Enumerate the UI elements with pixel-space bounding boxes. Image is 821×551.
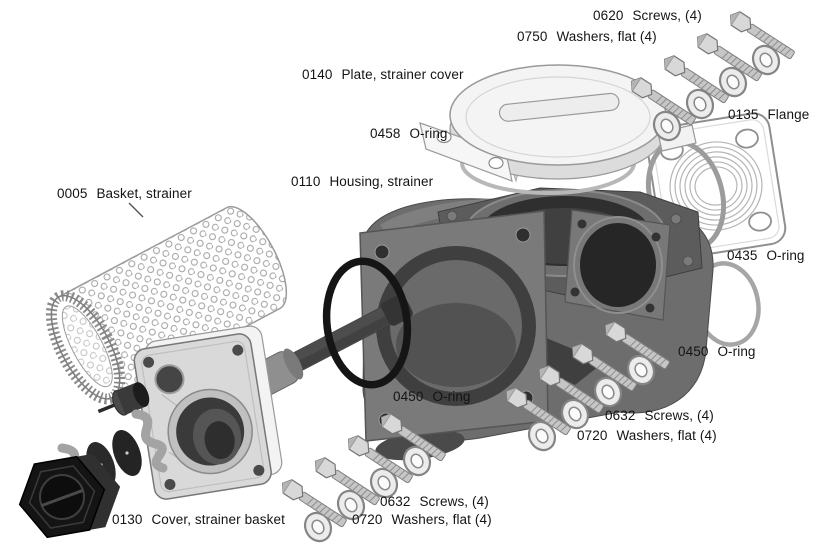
- part-name: Housing, strainer: [329, 174, 434, 189]
- part-label-0750-washers: 0750 Washers, flat (4): [517, 29, 657, 44]
- wave-spring-drawing: [131, 409, 168, 473]
- part-label-0005-basket: 0005 Basket, strainer: [57, 186, 192, 201]
- part-name: Screws, (4): [632, 8, 702, 23]
- part-label-0720-washers-center: 0720 Washers, flat (4): [352, 512, 492, 527]
- part-label-0632-screws-center: 0632 Screws, (4): [380, 494, 489, 509]
- knob-pin-drawing: [97, 382, 150, 416]
- part-label-0458-oring: 0458 O-ring: [370, 126, 448, 141]
- part-name: Screws, (4): [644, 408, 714, 423]
- part-name: O-ring: [432, 389, 471, 404]
- part-number: 0005: [57, 186, 88, 201]
- part-label-0140-plate: 0140 Plate, strainer cover: [302, 67, 464, 82]
- hex-plug-drawing: [18, 453, 121, 539]
- part-name: O-ring: [409, 126, 448, 141]
- oring-0450-center-drawing: [322, 257, 412, 389]
- part-label-0110-housing: 0110 Housing, strainer: [291, 174, 433, 189]
- part-name: Plate, strainer cover: [341, 67, 464, 82]
- part-number: 0720: [577, 428, 608, 443]
- seal-disc-drawing: [112, 430, 142, 476]
- part-label-0135-flange: 0135 Flange: [728, 107, 809, 122]
- part-name: Washers, flat (4): [391, 512, 492, 527]
- part-label-0450-oring-right: 0450 O-ring: [678, 344, 756, 359]
- part-name: Washers, flat (4): [556, 29, 657, 44]
- part-number: 0720: [352, 512, 383, 527]
- part-label-0620-screws: 0620 Screws, (4): [593, 8, 702, 23]
- part-number: 0750: [517, 29, 548, 44]
- basket-leader-line: [128, 202, 144, 218]
- part-number: 0110: [291, 174, 321, 189]
- part-number: 0632: [605, 408, 636, 423]
- part-label-0720-washers-right: 0720 Washers, flat (4): [577, 428, 717, 443]
- part-number: 0135: [728, 107, 759, 122]
- part-number: 0450: [393, 389, 424, 404]
- part-name: O-ring: [766, 248, 805, 263]
- part-number: 0620: [593, 8, 624, 23]
- part-name: Flange: [767, 107, 810, 122]
- part-name: Cover, strainer basket: [151, 512, 285, 527]
- part-label-0632-screws-right: 0632 Screws, (4): [605, 408, 714, 423]
- part-label-0130-cover: 0130 Cover, strainer basket: [112, 512, 285, 527]
- part-name: Washers, flat (4): [616, 428, 717, 443]
- part-label-0450-oring-center: 0450 O-ring: [393, 389, 471, 404]
- basket-cover-drawing: [133, 325, 283, 500]
- part-number: 0450: [678, 344, 709, 359]
- part-number: 0632: [380, 494, 411, 509]
- basket-strainer-drawing: [45, 205, 288, 405]
- part-name: Screws, (4): [419, 494, 489, 509]
- part-number: 0435: [727, 248, 758, 263]
- part-number: 0140: [302, 67, 333, 82]
- part-name: Basket, strainer: [96, 186, 192, 201]
- part-label-0435-oring: 0435 O-ring: [727, 248, 805, 263]
- part-number: 0130: [112, 512, 143, 527]
- part-number: 0458: [370, 126, 401, 141]
- cover-plate-drawing: [419, 64, 697, 183]
- part-name: O-ring: [717, 344, 756, 359]
